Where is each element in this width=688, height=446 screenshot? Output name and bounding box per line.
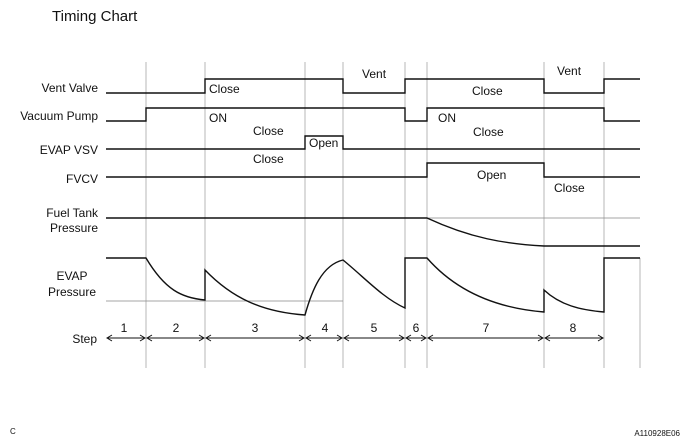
vsv-close-2: Close xyxy=(473,125,504,139)
label-evap-pressure-1: EVAP xyxy=(56,269,87,283)
fvcv-close-2: Close xyxy=(554,181,585,195)
evap-pressure-waveform xyxy=(106,257,640,316)
label-vent-valve: Vent Valve xyxy=(42,81,99,95)
step-number: 5 xyxy=(371,321,378,335)
vent-valve-waveform xyxy=(106,78,640,94)
label-vacuum-pump: Vacuum Pump xyxy=(20,109,98,123)
evap-vsv-waveform xyxy=(106,135,640,150)
label-step: Step xyxy=(72,332,97,346)
fvcv-close-1: Close xyxy=(253,152,284,166)
step-numbers: 1 2 3 4 5 6 7 8 xyxy=(121,321,577,335)
fvcv-open: Open xyxy=(477,168,506,182)
fuel-tank-pressure-waveform xyxy=(106,217,640,247)
footer-right: A110928E06 xyxy=(634,429,680,438)
pump-on-1: ON xyxy=(209,111,227,125)
label-fuel-tank-1: Fuel Tank xyxy=(46,206,99,220)
step-number: 1 xyxy=(121,321,128,335)
vent-close-1: Close xyxy=(209,82,240,96)
fvcv-waveform xyxy=(106,162,640,178)
step-number: 6 xyxy=(413,321,420,335)
step-number: 8 xyxy=(570,321,577,335)
step-number: 2 xyxy=(173,321,180,335)
label-evap-vsv: EVAP VSV xyxy=(40,143,98,157)
label-evap-pressure-2: Pressure xyxy=(48,285,96,299)
step-number: 4 xyxy=(322,321,329,335)
vent-vent-2: Vent xyxy=(557,64,582,78)
step-arrows xyxy=(106,334,604,342)
vsv-close-1: Close xyxy=(253,124,284,138)
pump-on-2: ON xyxy=(438,111,456,125)
label-fvcv: FVCV xyxy=(66,172,98,186)
footer-left: C xyxy=(10,427,16,436)
step-number: 7 xyxy=(483,321,490,335)
vacuum-pump-waveform xyxy=(106,107,640,122)
vent-close-2: Close xyxy=(472,84,503,98)
step-number: 3 xyxy=(252,321,259,335)
vsv-open: Open xyxy=(309,136,338,150)
vent-vent-1: Vent xyxy=(362,67,387,81)
label-fuel-tank-2: Pressure xyxy=(50,221,98,235)
chart-title: Timing Chart xyxy=(52,8,138,25)
